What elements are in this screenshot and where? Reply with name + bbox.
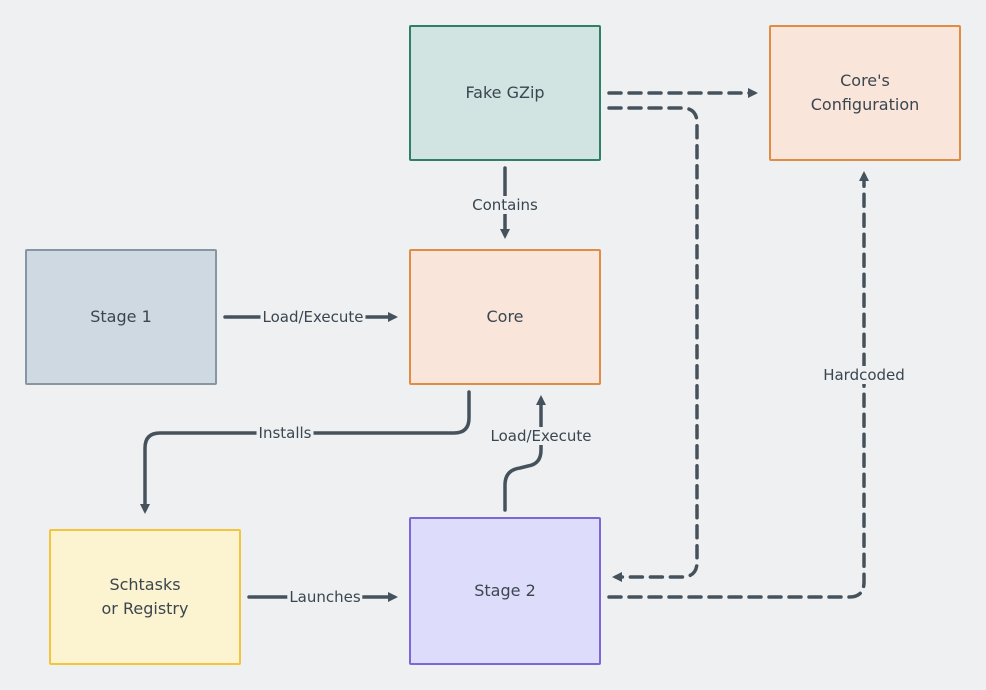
edge-label-hardcoded: Hardcoded — [821, 366, 907, 384]
node-core-label: Core — [486, 307, 524, 326]
node-stage-2-label: Stage 2 — [474, 581, 536, 600]
node-schtasks-label: Schtasks or Registry — [101, 575, 189, 618]
edge-core-installs-schtasks — [140, 390, 471, 514]
node-stage-1-label: Stage 1 — [90, 307, 152, 326]
node-fake-gzip[interactable]: Fake GZip — [409, 25, 601, 161]
edge-label-load-execute-stage2: Load/Execute — [488, 427, 594, 445]
node-schtasks-or-registry[interactable]: Schtasks or Registry — [49, 529, 241, 665]
edge-stage2-hardcoded-config — [607, 171, 869, 599]
edge-stage2-to-core — [503, 395, 546, 512]
edge-label-installs: Installs — [256, 424, 314, 442]
edge-label-launches: Launches — [287, 588, 363, 606]
node-core[interactable]: Core — [409, 249, 601, 385]
node-core-configuration-label: Core's Configuration — [810, 71, 920, 114]
edge-fakegzip-to-stage2 — [607, 106, 699, 582]
node-stage-2[interactable]: Stage 2 — [409, 517, 601, 665]
node-fake-gzip-label: Fake GZip — [465, 83, 545, 102]
node-core-configuration[interactable]: Core's Configuration — [769, 25, 961, 161]
edge-label-contains: Contains — [470, 196, 540, 214]
node-stage-1[interactable]: Stage 1 — [25, 249, 217, 385]
edge-label-load-execute-stage1: Load/Execute — [260, 308, 366, 326]
